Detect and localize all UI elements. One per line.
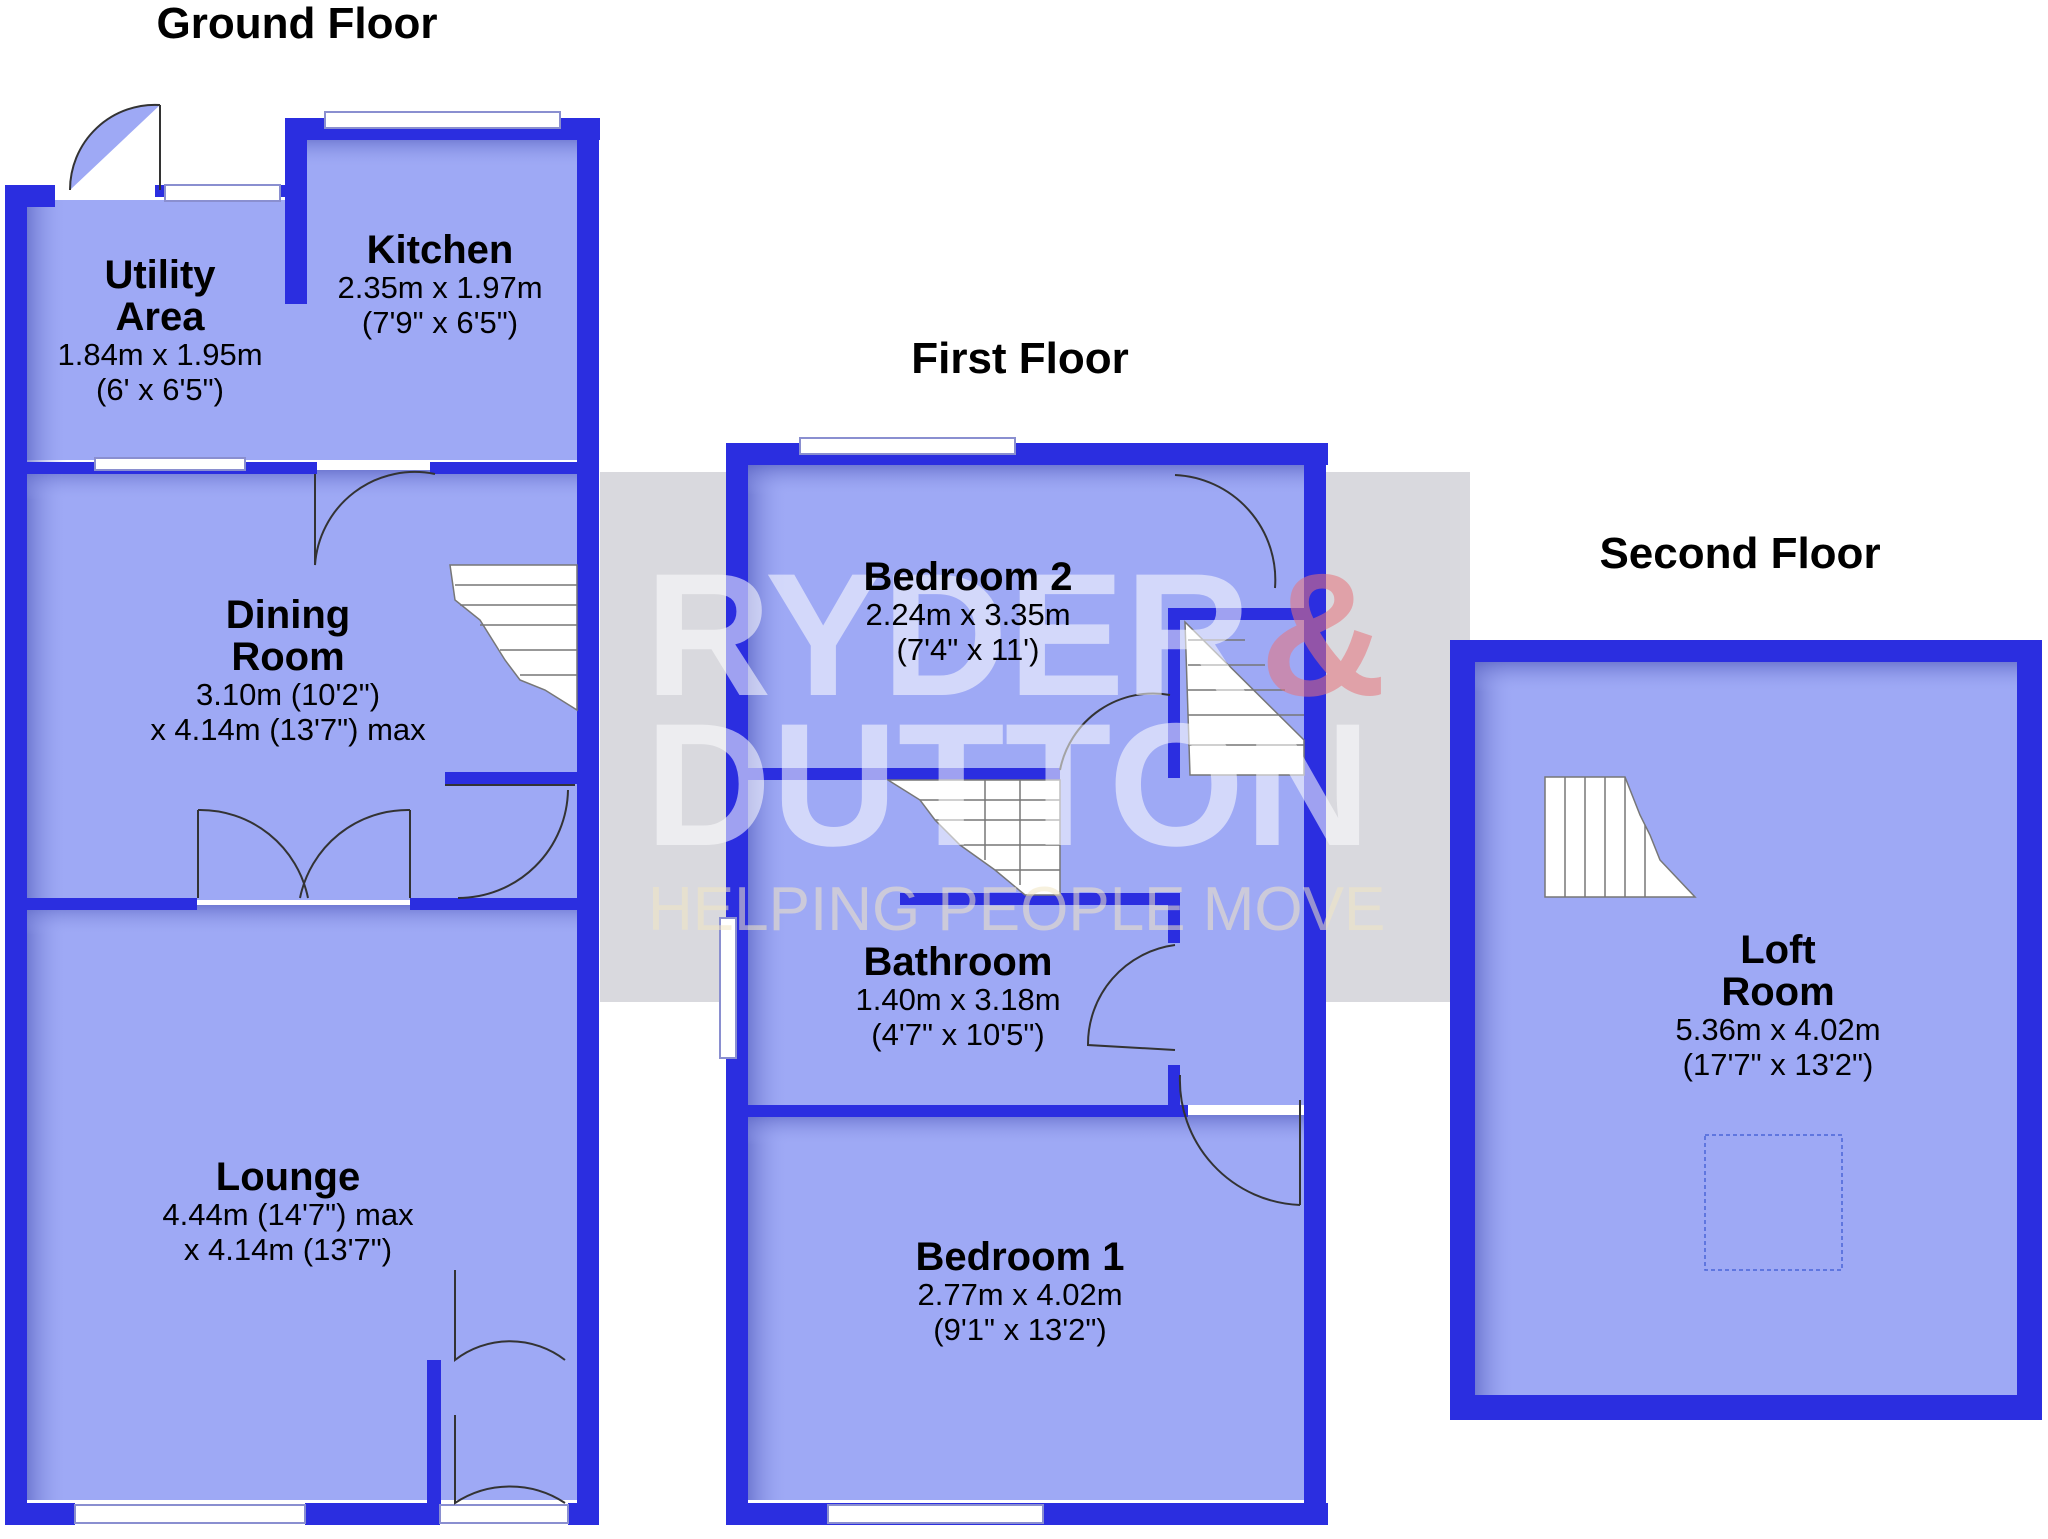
- room-name-line: Utility: [104, 253, 216, 297]
- room-dimension: 2.24m x 3.35m: [865, 597, 1070, 632]
- watermark-brand-part1: RYDER: [645, 538, 1251, 733]
- room-label-bedroom2: Bedroom 2 2.24m x 3.35m (7'4" x 11'): [864, 555, 1073, 667]
- first-walls: [726, 443, 1328, 1525]
- bedroom1-floor: [748, 1115, 1304, 1500]
- room-name-line: Bedroom 1: [916, 1235, 1125, 1279]
- room-dimension: 2.35m x 1.97m: [337, 270, 542, 305]
- room-name-line: Bedroom 2: [864, 555, 1073, 599]
- first-stairs: [885, 620, 1305, 896]
- room-dimension: 4.44m (14'7") max: [162, 1197, 414, 1232]
- bathroom-floor: [748, 900, 1304, 1105]
- floor-title-first: First Floor: [911, 334, 1129, 383]
- ground-doors: [68, 103, 575, 1505]
- watermark-text: RYDER & DUTTON HELPING PEOPLE MOVE: [645, 538, 1386, 944]
- ground-stairs: [449, 564, 578, 712]
- second-walls: [1450, 640, 2042, 1420]
- first-windows: [719, 437, 1044, 1524]
- room-dimension: 1.84m x 1.95m: [57, 337, 262, 372]
- first-floor-plan: [719, 437, 1328, 1525]
- room-name-line: Dining: [226, 593, 350, 637]
- room-label-bedroom1: Bedroom 1 2.77m x 4.02m (9'1" x 13'2"): [916, 1235, 1125, 1347]
- room-dimension: (7'4" x 11'): [897, 632, 1040, 667]
- room-label-loft: Loft Room 5.36m x 4.02m (17'7" x 13'2"): [1675, 928, 1880, 1082]
- room-name-line: Room: [1721, 970, 1834, 1014]
- room-dimension: (4'7" x 10'5"): [871, 1017, 1044, 1052]
- room-dimension: (7'9" x 6'5"): [362, 305, 518, 340]
- room-label-kitchen: Kitchen 2.35m x 1.97m (7'9" x 6'5"): [337, 228, 542, 340]
- ground-walls: [5, 118, 600, 1525]
- ground-floor-plan: [5, 103, 600, 1525]
- lounge-floor: [27, 905, 577, 1500]
- watermark-tagline: HELPING PEOPLE MOVE: [648, 875, 1385, 944]
- room-label-lounge: Lounge 4.44m (14'7") max x 4.14m (13'7"): [162, 1155, 414, 1267]
- room-label-utility: Utility Area 1.84m x 1.95m (6' x 6'5"): [57, 253, 262, 407]
- utility-floor: [27, 200, 297, 460]
- room-name-line: Bathroom: [864, 940, 1053, 984]
- room-name-line: Room: [231, 635, 344, 679]
- floor-title-second: Second Floor: [1599, 529, 1880, 578]
- loft-hatch: [1704, 1134, 1843, 1271]
- room-name-line: Kitchen: [367, 228, 514, 272]
- room-dimension: x 4.14m (13'7"): [184, 1232, 392, 1267]
- room-dimension: (9'1" x 13'2"): [933, 1312, 1106, 1347]
- room-dimension: 2.77m x 4.02m: [917, 1277, 1122, 1312]
- watermark-brand-amp: &: [1260, 538, 1386, 733]
- room-name-line: Area: [116, 295, 206, 339]
- room-dimension: 1.40m x 3.18m: [855, 982, 1060, 1017]
- floor-title-ground: Ground Floor: [156, 0, 437, 48]
- room-dimension: 3.10m (10'2"): [196, 677, 380, 712]
- dining-floor: [27, 470, 577, 900]
- second-floor-plan: [1450, 640, 2042, 1420]
- room-label-bathroom: Bathroom 1.40m x 3.18m (4'7" x 10'5"): [855, 940, 1060, 1052]
- watermark-brand-part2: DUTTON: [645, 688, 1371, 883]
- loft-stairs: [1544, 776, 1697, 898]
- room-dimension: x 4.14m (13'7") max: [150, 712, 426, 747]
- room-dimension: (6' x 6'5"): [96, 372, 224, 407]
- ground-windows: [74, 111, 569, 1524]
- kitchen-floor: [297, 138, 577, 460]
- room-label-dining: Dining Room 3.10m (10'2") x 4.14m (13'7"…: [150, 593, 426, 747]
- room-name-line: Lounge: [216, 1155, 360, 1199]
- room-dimension: (17'7" x 13'2"): [1683, 1047, 1874, 1082]
- room-dimension: 5.36m x 4.02m: [1675, 1012, 1880, 1047]
- room-name-line: Loft: [1740, 928, 1816, 972]
- first-doors: [1059, 474, 1301, 1206]
